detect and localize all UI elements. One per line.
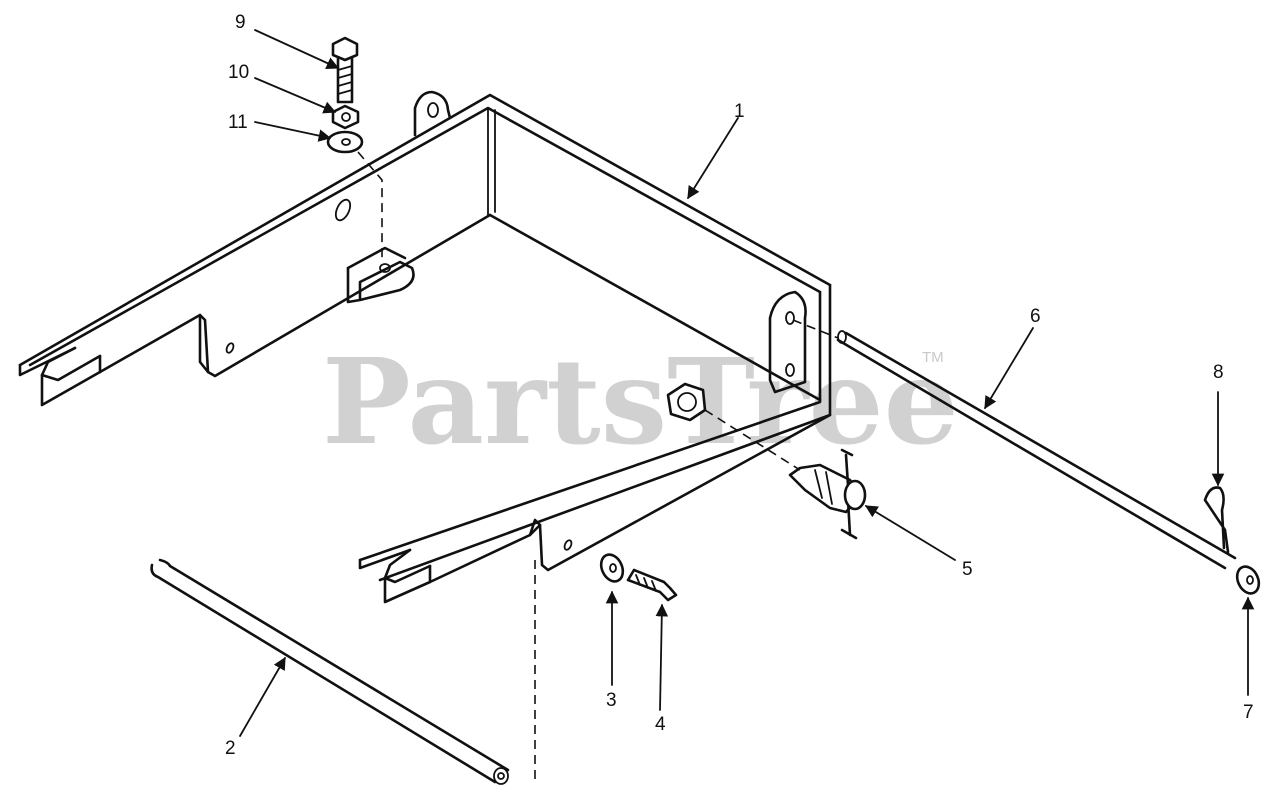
part-4-bolt: [626, 568, 678, 602]
watermark-logo: PartsTree: [322, 332, 959, 471]
callout-7: 7: [1243, 702, 1254, 723]
callout-9: 9: [235, 12, 246, 33]
part-2-rod: [150, 558, 510, 785]
callout-10: 10: [228, 62, 249, 83]
part-6-rod: [836, 330, 1237, 570]
callout-2: 2: [225, 738, 236, 759]
part-9-bolt: [331, 36, 359, 104]
watermark-trademark: TM: [922, 349, 944, 366]
part-11-washer: [326, 130, 364, 154]
part-10-nut: [331, 104, 360, 130]
part-1-frame: [18, 90, 832, 604]
callout-1: 1: [734, 101, 745, 122]
callout-11: 11: [228, 112, 248, 133]
part-5-valve: [788, 448, 867, 540]
watermark: PartsTree TM: [322, 332, 959, 471]
part-8-hairpin: [1203, 486, 1230, 554]
hidden-lines: [357, 151, 839, 785]
callout-6: 6: [1030, 306, 1041, 327]
callout-5: 5: [962, 559, 973, 580]
callout-4: 4: [655, 714, 666, 735]
part-3-washer: [599, 553, 625, 583]
part-7-washer: [1235, 565, 1261, 595]
callouts: 9 10 11 1 2 3 4 5 6 7 8: [225, 12, 1254, 759]
callout-8: 8: [1213, 362, 1224, 383]
leader-lines: [239, 29, 1255, 737]
callout-3: 3: [606, 690, 617, 711]
